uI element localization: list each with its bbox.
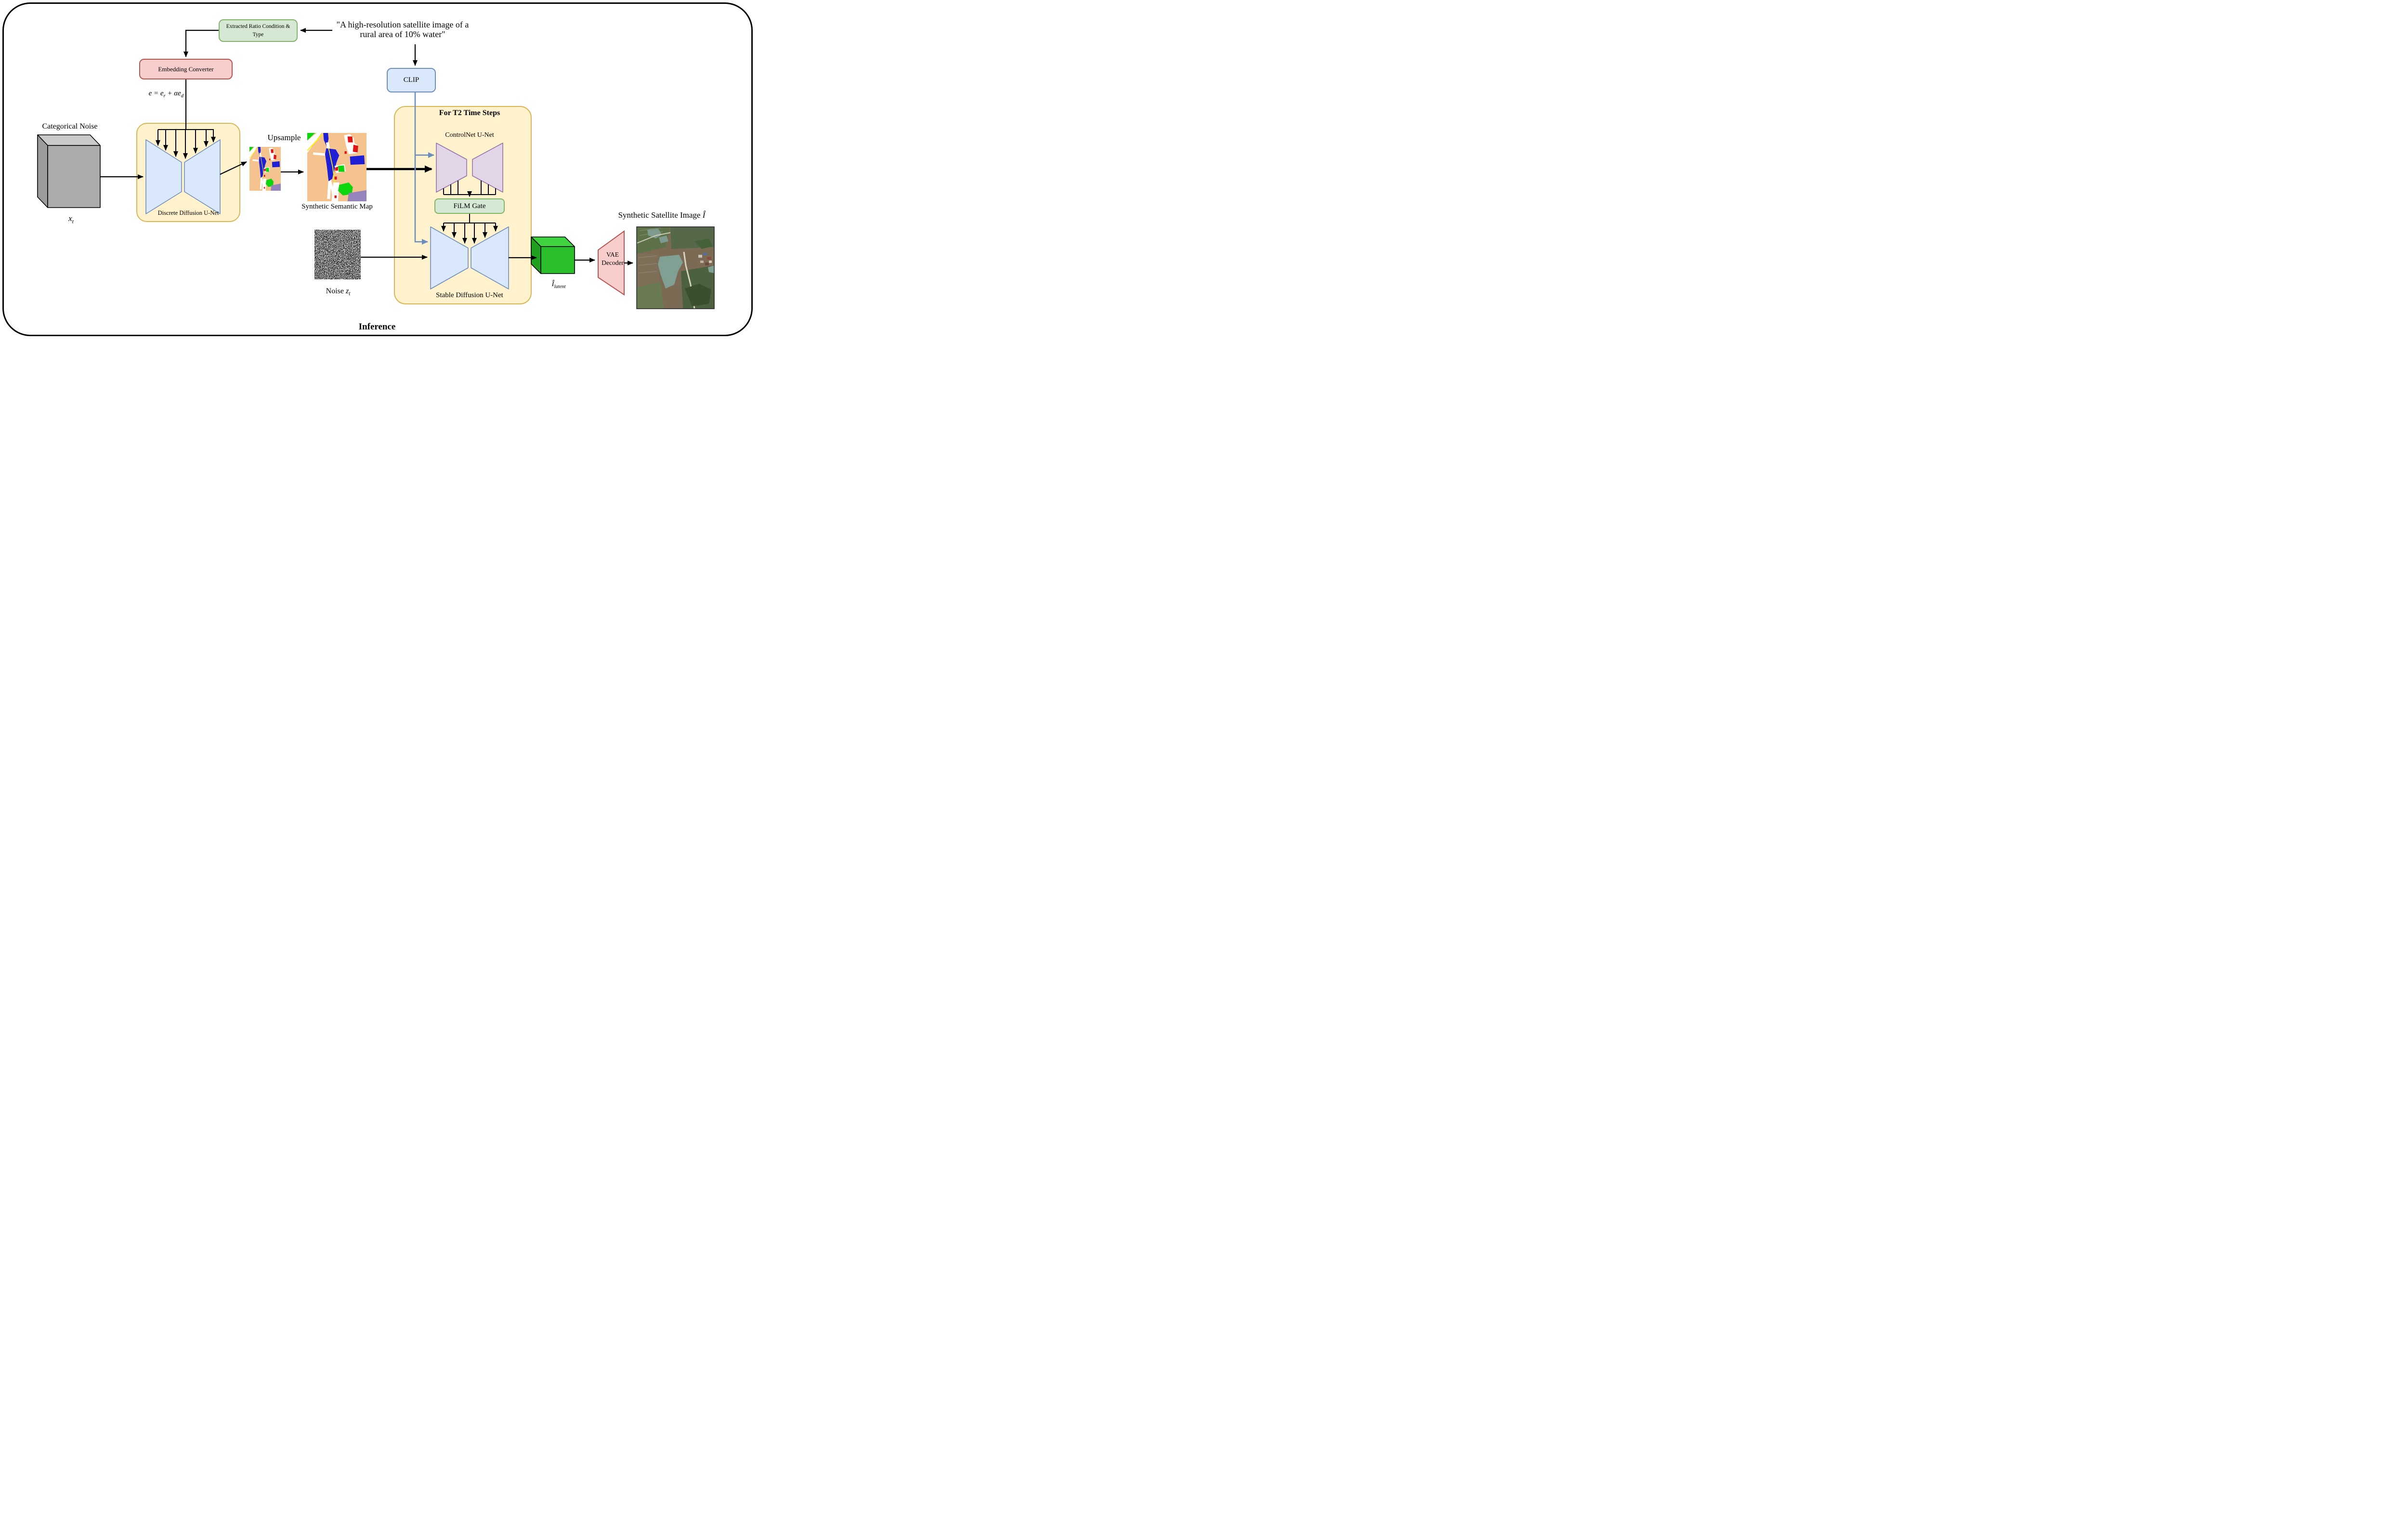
diagram-stage: Extracted Ratio Condition & Type Embeddi… (0, 0, 755, 339)
outer-border (2, 2, 753, 336)
clip-box: CLIP (387, 68, 436, 92)
film-gate-label: FiLM Gate (453, 202, 486, 210)
discrete-unet-container (136, 123, 240, 222)
embedding-converter-label: Embedding Converter (158, 65, 214, 73)
ratio-condition-line1: Extracted Ratio Condition & (226, 24, 290, 30)
ratio-condition-line2: Type (252, 31, 264, 38)
film-gate-box: FiLM Gate (434, 198, 505, 214)
embedding-converter-box: Embedding Converter (139, 59, 233, 79)
ratio-condition-box: Extracted Ratio Condition & Type (219, 19, 298, 42)
clip-label: CLIP (403, 76, 419, 84)
